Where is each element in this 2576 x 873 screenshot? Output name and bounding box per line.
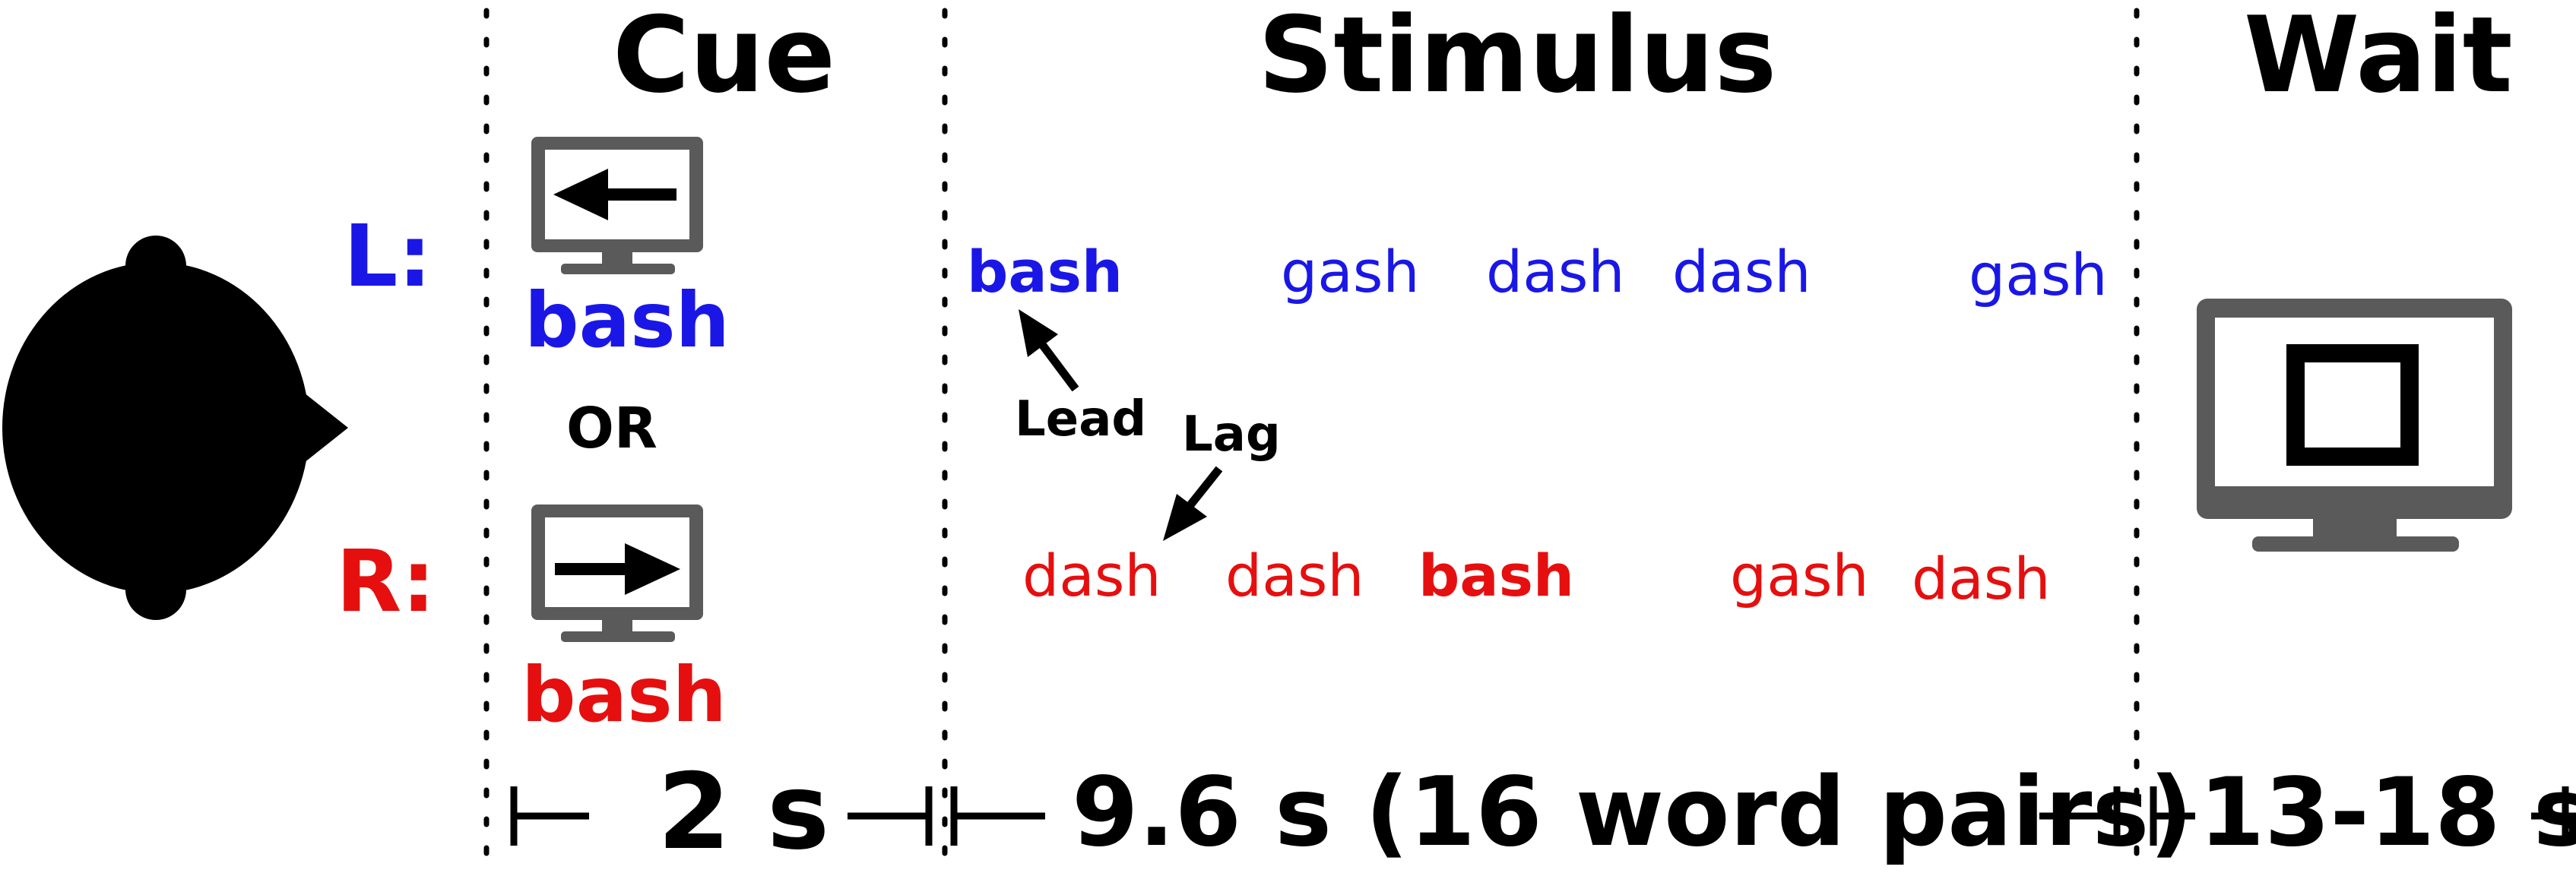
head-icon bbox=[2, 236, 348, 620]
duration-wait: 13-18 s bbox=[2199, 758, 2576, 868]
duration-cue: 2 s bbox=[657, 751, 830, 873]
lag-arrow bbox=[1163, 466, 1223, 541]
right-word-5: dash bbox=[1912, 545, 2051, 612]
monitor-right-arrow-icon bbox=[531, 505, 703, 642]
timeline-markers bbox=[510, 786, 2576, 846]
right-channel-label: R: bbox=[336, 533, 436, 631]
left-word-4: dash bbox=[1672, 238, 1811, 305]
left-word-3: dash bbox=[1486, 238, 1625, 305]
right-word-3: bash bbox=[1418, 542, 1575, 609]
left-channel-label: L: bbox=[344, 207, 433, 306]
left-word-5: gash bbox=[1969, 241, 2108, 308]
cue-right-word: bash bbox=[521, 650, 727, 739]
cue-or-label: OR bbox=[566, 396, 657, 461]
monitor-square-icon bbox=[2197, 299, 2512, 552]
phase-title-wait: Wait bbox=[2244, 0, 2513, 116]
lag-label: Lag bbox=[1182, 406, 1281, 463]
right-word-4: gash bbox=[1730, 542, 1869, 609]
lead-label: Lead bbox=[1015, 391, 1147, 448]
left-word-2: gash bbox=[1281, 238, 1420, 305]
duration-stimulus: 9.6 s (16 word pairs) bbox=[1072, 756, 2194, 868]
phase-title-cue: Cue bbox=[613, 0, 836, 116]
monitor-left-arrow-icon bbox=[531, 137, 703, 274]
lead-arrow bbox=[1019, 309, 1079, 392]
cue-left-word: bash bbox=[524, 276, 730, 365]
left-word-1: bash bbox=[967, 238, 1123, 305]
phase-title-stimulus: Stimulus bbox=[1258, 0, 1777, 116]
right-word-1: dash bbox=[1022, 542, 1161, 609]
right-word-2: dash bbox=[1225, 542, 1364, 609]
phase-dividers bbox=[483, 8, 2140, 865]
